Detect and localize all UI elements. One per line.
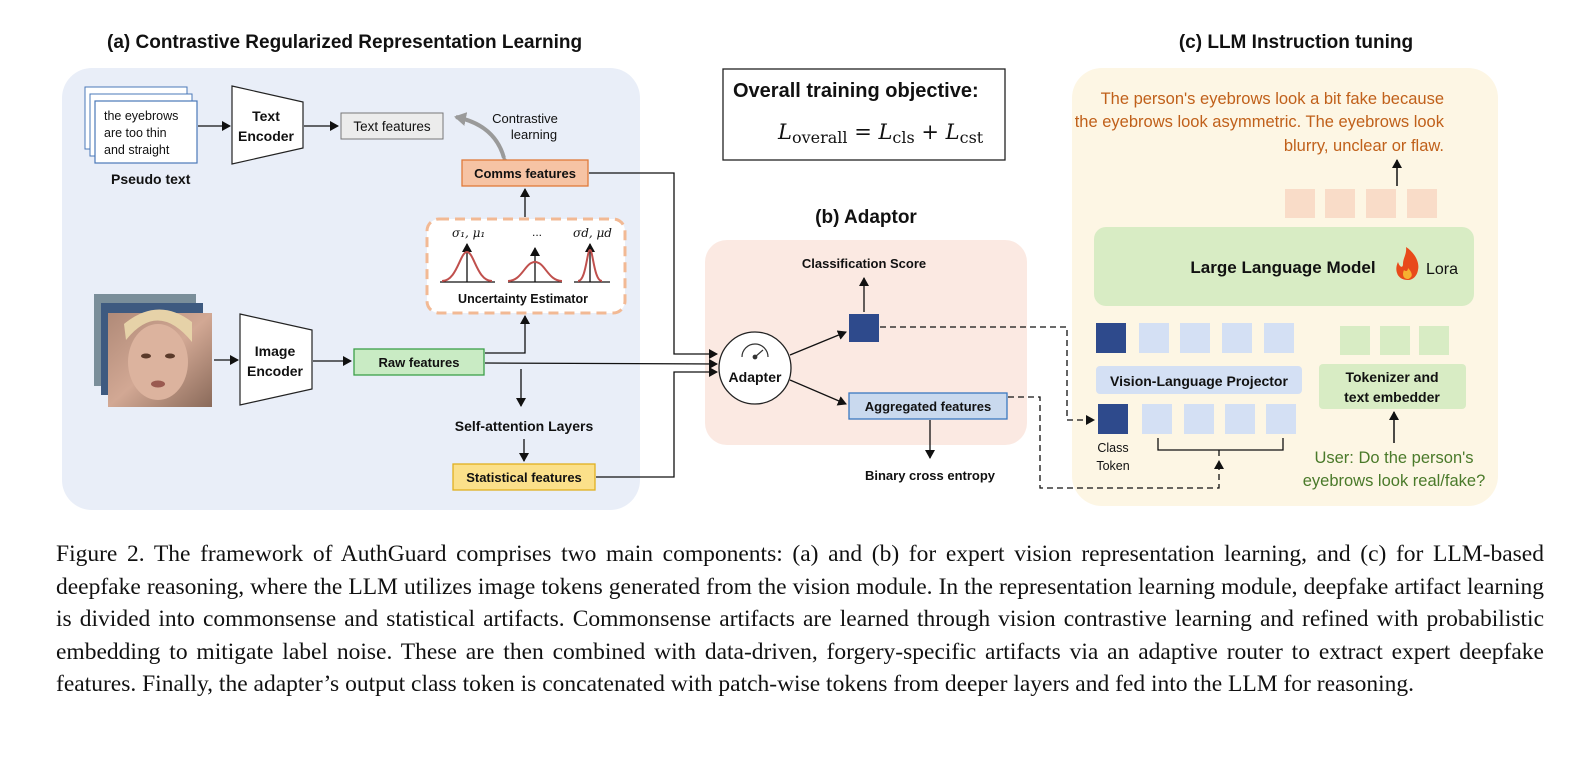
projector-box bbox=[1096, 366, 1302, 394]
text-encoder-label-2: Encoder bbox=[238, 128, 295, 144]
contrastive-label-2: learning bbox=[511, 127, 557, 142]
equals-sign: = bbox=[848, 120, 879, 144]
llm-label: Large Language Model bbox=[1190, 258, 1375, 277]
vision-token-row-top bbox=[1096, 323, 1294, 353]
output-token-row bbox=[1285, 189, 1437, 218]
classification-score-label: Classification Score bbox=[802, 256, 926, 271]
loss-overall-subscript: overall bbox=[792, 128, 848, 147]
contrastive-arrow bbox=[454, 112, 514, 170]
class-score-token bbox=[849, 314, 879, 342]
text-features-label: Text features bbox=[353, 119, 431, 134]
aggregated-features-label: Aggregated features bbox=[865, 399, 991, 414]
arrow-raw-to-adapter bbox=[484, 358, 718, 369]
statistical-features-label: Statistical features bbox=[466, 470, 582, 485]
class-token-label-1: Class bbox=[1097, 441, 1128, 455]
pseudo-text-line-3: and straight bbox=[104, 143, 170, 157]
framework-figure: (a) Contrastive Regularized Representati… bbox=[62, 32, 1498, 510]
gauge-icon bbox=[741, 343, 769, 360]
patch-token-brace bbox=[1157, 438, 1284, 456]
adapter-label: Adapter bbox=[729, 369, 782, 385]
user-prompt-line-2: eyebrows look real/fake? bbox=[1303, 472, 1486, 490]
face-image-stack bbox=[94, 294, 212, 407]
loss-overall-symbol: L bbox=[777, 120, 792, 144]
arrow-raw-to-uncertainty bbox=[485, 315, 530, 354]
text-encoder-label-1: Text bbox=[252, 108, 280, 124]
tokenizer-label-1: Tokenizer and bbox=[1345, 369, 1438, 385]
uncertainty-label: Uncertainty Estimator bbox=[458, 292, 588, 306]
pseudo-text-label: Pseudo text bbox=[111, 171, 191, 187]
output-line-3: blurry, unclear or flaw. bbox=[1284, 137, 1444, 155]
user-prompt-line-1: User: Do the person's bbox=[1314, 449, 1473, 467]
class-token-label-2: Token bbox=[1096, 459, 1129, 473]
image-encoder-label-2: Encoder bbox=[247, 363, 304, 379]
output-line-1: The person's eyebrows look a bit fake be… bbox=[1101, 90, 1444, 108]
text-encoder-block bbox=[231, 85, 304, 165]
arrow-adapter-to-token bbox=[789, 330, 847, 356]
loss-cls-symbol: L bbox=[877, 120, 892, 144]
loss-cls-subscript: cls bbox=[892, 128, 914, 147]
bce-label: Binary cross entropy bbox=[865, 468, 996, 483]
output-line-2: the eyebrows look asymmetric. The eyebro… bbox=[1075, 113, 1445, 131]
fire-icon bbox=[1396, 247, 1419, 280]
arrow-adapter-to-aggregated bbox=[789, 379, 847, 406]
image-encoder-label-1: Image bbox=[255, 343, 296, 359]
self-attention-label: Self-attention Layers bbox=[455, 418, 594, 434]
objective-box bbox=[722, 68, 1006, 161]
comms-features-label: Comms features bbox=[474, 166, 576, 181]
dashed-token-to-classtoken bbox=[880, 326, 1095, 425]
tokenizer-box bbox=[1319, 364, 1466, 409]
dashed-aggregated-to-patches bbox=[1008, 396, 1224, 489]
tokenizer-label-2: text embedder bbox=[1344, 389, 1440, 405]
text-token-row bbox=[1340, 326, 1449, 355]
plus-sign: + bbox=[915, 120, 946, 144]
sigma-d-label: σd, μd bbox=[573, 226, 612, 240]
lora-label: Lora bbox=[1426, 261, 1458, 278]
statistical-features-box bbox=[452, 463, 596, 491]
comms-features-box bbox=[461, 159, 589, 187]
arrow-comms-to-adapter bbox=[589, 172, 718, 359]
uncertainty-estimator-box bbox=[425, 217, 627, 315]
projector-label: Vision-Language Projector bbox=[1110, 373, 1288, 389]
pseudo-text-stack: the eyebrows are too thin and straight bbox=[84, 86, 198, 164]
contrastive-label-1: Contrastive bbox=[492, 111, 558, 126]
panel-b-title: (b) Adaptor bbox=[815, 207, 917, 228]
panel-c-title: (c) LLM Instruction tuning bbox=[1179, 32, 1413, 53]
llm-box bbox=[1094, 227, 1474, 306]
pseudo-text-line-2: are too thin bbox=[104, 126, 167, 140]
objective-title: Overall training objective: bbox=[733, 80, 979, 102]
pseudo-text-line-1: the eyebrows bbox=[104, 109, 178, 123]
aggregated-features-box bbox=[848, 392, 1008, 420]
sigma-1-label: σ₁, μ₁ bbox=[452, 226, 485, 240]
loss-cst-symbol: L bbox=[945, 120, 960, 144]
loss-cst-subscript: cst bbox=[960, 128, 984, 147]
objective-equation: Loverall = Lcls + Lcst bbox=[777, 120, 984, 147]
text-features-box bbox=[340, 112, 444, 140]
arrow-stat-to-adapter bbox=[596, 367, 718, 478]
figure-caption: Figure 2. The framework of AuthGuard com… bbox=[56, 541, 1544, 697]
ellipsis-label: ... bbox=[532, 225, 542, 239]
adapter-node bbox=[718, 331, 792, 405]
raw-features-label: Raw features bbox=[379, 355, 460, 370]
panel-a-title: (a) Contrastive Regularized Representati… bbox=[107, 32, 582, 53]
gaussian-curves bbox=[440, 243, 610, 283]
vision-token-row-bottom bbox=[1098, 404, 1296, 434]
image-encoder-block bbox=[239, 313, 313, 406]
raw-features-box bbox=[353, 348, 485, 376]
